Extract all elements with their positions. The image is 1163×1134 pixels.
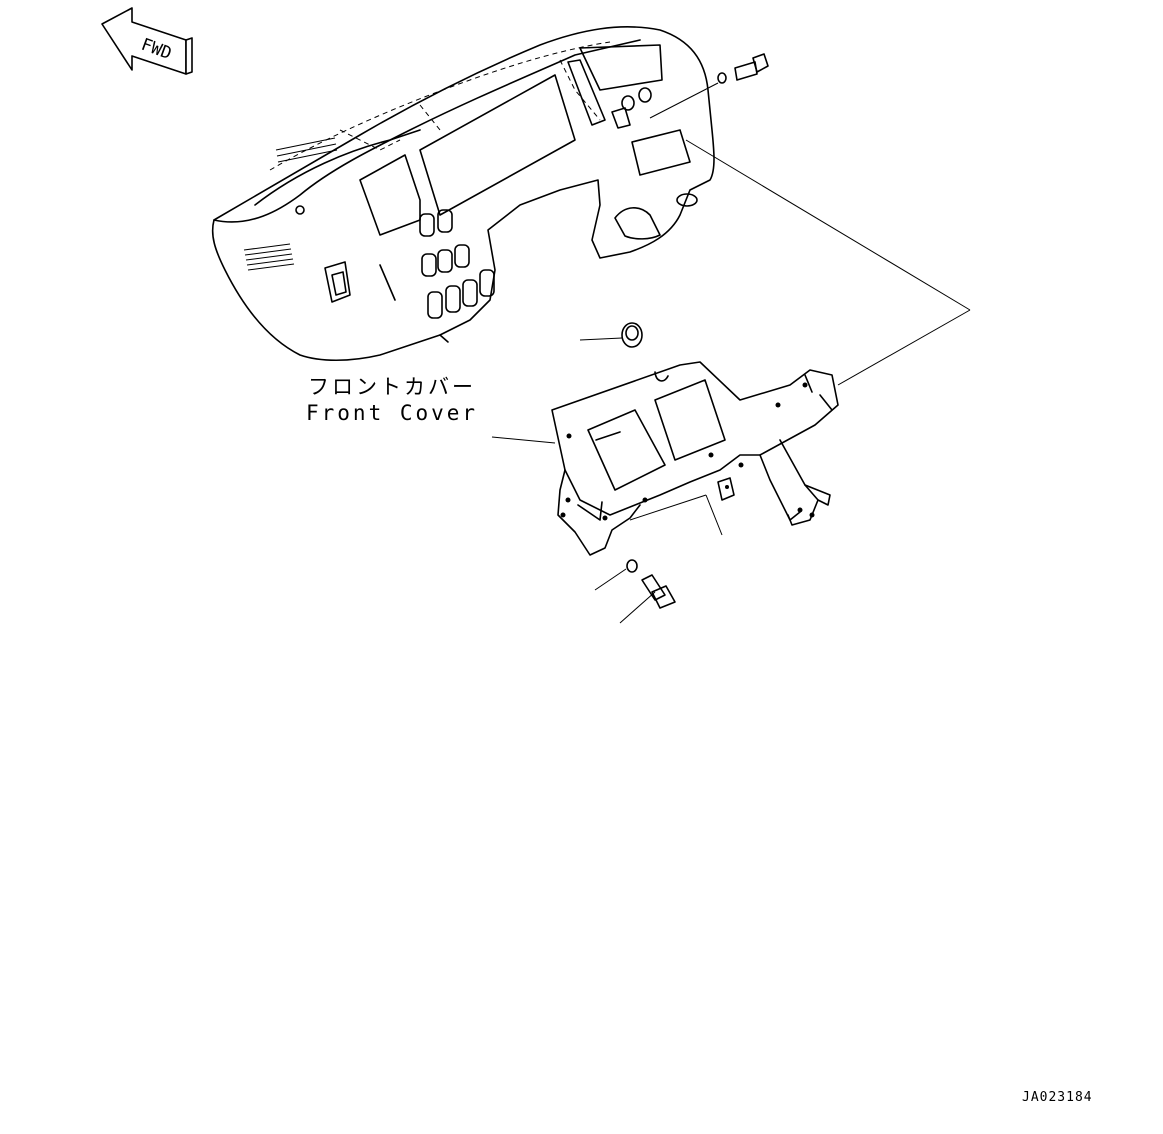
leader-line-clip-2 [629, 494, 707, 521]
leader-line-grommet [579, 337, 623, 341]
leader-line-bracket-left [491, 436, 556, 444]
bottom-bolt-icon [641, 574, 676, 609]
front-cover-label-en: Front Cover [306, 401, 478, 425]
drawing-code: JA023184 [1022, 1090, 1093, 1105]
front-cover-label-jp: フロントカバー [308, 375, 476, 399]
front-cover-drawing [211, 26, 715, 362]
leader-line-bolt-top [649, 82, 719, 119]
fwd-arrow-icon: FWD [101, 7, 193, 75]
leader-line-bracket [837, 309, 971, 386]
vent-grill [243, 137, 338, 271]
bracket-drawing [551, 361, 839, 556]
leader-line-clip [705, 494, 723, 536]
bottom-washer-icon [626, 559, 638, 573]
top-bolt-icon [717, 53, 769, 84]
leader-line-bolt-bottom [619, 591, 656, 624]
leader-line-washer [594, 568, 627, 591]
leader-line-cover [685, 139, 971, 311]
grommet-icon [621, 322, 643, 348]
clip-icon [717, 477, 735, 501]
